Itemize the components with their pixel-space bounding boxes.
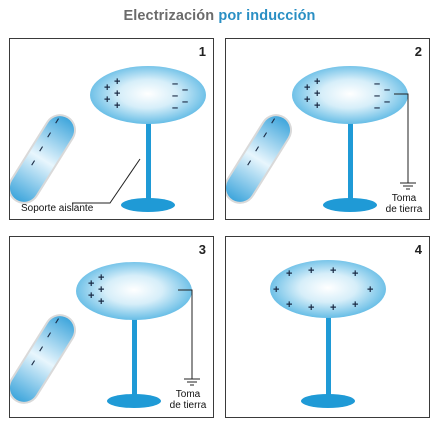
rod-negative-charges: – – – – (26, 115, 63, 169)
svg-text:+: + (98, 272, 104, 284)
sphere-positive-charges: + + + + + (88, 272, 104, 308)
svg-text:–: – (172, 90, 178, 102)
conductor-sphere (270, 260, 386, 318)
rod-negative-charges: – – – – (242, 115, 279, 169)
svg-text:–: – (42, 129, 55, 141)
panel-2: – – – – + + + + + – – – – – 2 Toma de ti (225, 38, 430, 220)
svg-text:–: – (172, 78, 178, 90)
ground-wire (394, 93, 409, 183)
panel-4: + + + + + + + + + + 4 (225, 236, 430, 418)
panel-3-drawing: – – – – + + + + + (10, 262, 200, 408)
svg-text:+: + (314, 76, 320, 88)
panel-3: – – – – + + + + + 3 Toma de tierra (9, 236, 214, 418)
svg-text:–: – (50, 315, 63, 327)
svg-text:+: + (98, 296, 104, 308)
panel-1-drawing: – – – – + + + + + – – – – – (10, 66, 206, 212)
ground-label-line2: de tierra (385, 204, 423, 215)
rod-negative-charges: – – – – (26, 315, 63, 369)
panel-4-drawing: + + + + + + + + + + (270, 260, 386, 408)
conductor-sphere (292, 66, 408, 124)
svg-text:+: + (330, 265, 336, 277)
support-pointer-line (72, 158, 141, 204)
svg-text:+: + (273, 284, 279, 296)
svg-text:–: – (26, 357, 39, 369)
panel-1: – – – – + + + + + – – – – – 1 Soporte ai… (9, 38, 214, 220)
svg-text:+: + (304, 82, 310, 94)
svg-text:–: – (374, 78, 380, 90)
panel-number: 2 (414, 44, 422, 59)
svg-text:+: + (114, 76, 120, 88)
ground-label: Toma de tierra (160, 389, 213, 411)
svg-text:–: – (26, 157, 39, 169)
svg-text:–: – (242, 157, 255, 169)
svg-text:+: + (286, 268, 292, 280)
svg-text:+: + (286, 299, 292, 311)
ground-label: Toma de tierra (376, 193, 429, 215)
svg-text:–: – (182, 84, 188, 96)
svg-text:+: + (104, 94, 110, 106)
svg-text:+: + (367, 284, 373, 296)
diagram-title: Electrización por inducción (0, 8, 439, 24)
ground-icon (184, 378, 200, 386)
svg-text:+: + (104, 82, 110, 94)
conductor-sphere (90, 66, 206, 124)
svg-text:–: – (42, 329, 55, 341)
stand-column (132, 315, 137, 401)
charged-rod (226, 114, 293, 204)
ground-label-line1: Toma (391, 193, 417, 204)
ground-label-line1: Toma (175, 389, 201, 400)
sphere-negative-charges: – – – – – (374, 78, 390, 114)
svg-text:+: + (304, 94, 310, 106)
panel-number: 4 (414, 242, 422, 257)
support-label: Soporte aislante (21, 203, 94, 214)
stand-column (146, 119, 151, 205)
svg-text:–: – (374, 90, 380, 102)
panel-number: 1 (198, 44, 206, 59)
svg-text:+: + (308, 302, 314, 314)
sphere-distributed-positive-charges: + + + + + + + + + + (273, 265, 373, 314)
svg-text:+: + (88, 278, 94, 290)
sphere-negative-charges: – – – – – (172, 78, 188, 114)
svg-text:–: – (182, 96, 188, 108)
ground-wire (178, 289, 193, 379)
charged-rod (10, 314, 77, 404)
sphere-positive-charges: + + + + + (304, 76, 320, 112)
svg-text:+: + (314, 100, 320, 112)
svg-text:+: + (308, 265, 314, 277)
svg-text:–: – (172, 102, 178, 114)
svg-text:+: + (352, 268, 358, 280)
charged-rod (10, 114, 77, 204)
svg-text:+: + (114, 88, 120, 100)
svg-text:–: – (250, 143, 263, 155)
svg-text:+: + (314, 88, 320, 100)
svg-text:+: + (98, 284, 104, 296)
sphere-positive-charges: + + + + + (104, 76, 120, 112)
svg-text:+: + (330, 302, 336, 314)
svg-text:+: + (88, 290, 94, 302)
svg-text:–: – (384, 96, 390, 108)
svg-text:–: – (266, 115, 279, 127)
svg-text:–: – (384, 84, 390, 96)
title-part-electrizacion: Electrización (123, 8, 215, 24)
svg-text:–: – (50, 115, 63, 127)
title-part-induccion: por inducción (218, 8, 316, 24)
svg-text:–: – (374, 102, 380, 114)
panel-number: 3 (198, 242, 206, 257)
ground-icon (400, 182, 416, 190)
panel-2-drawing: – – – – + + + + + – – – – – (226, 66, 416, 212)
svg-text:+: + (114, 100, 120, 112)
svg-text:+: + (352, 299, 358, 311)
svg-text:–: – (258, 129, 271, 141)
stand-column (348, 119, 353, 205)
ground-label-line2: de tierra (169, 400, 207, 411)
svg-text:–: – (34, 143, 47, 155)
stand-column (326, 315, 331, 401)
svg-text:–: – (34, 343, 47, 355)
conductor-sphere (76, 262, 192, 320)
